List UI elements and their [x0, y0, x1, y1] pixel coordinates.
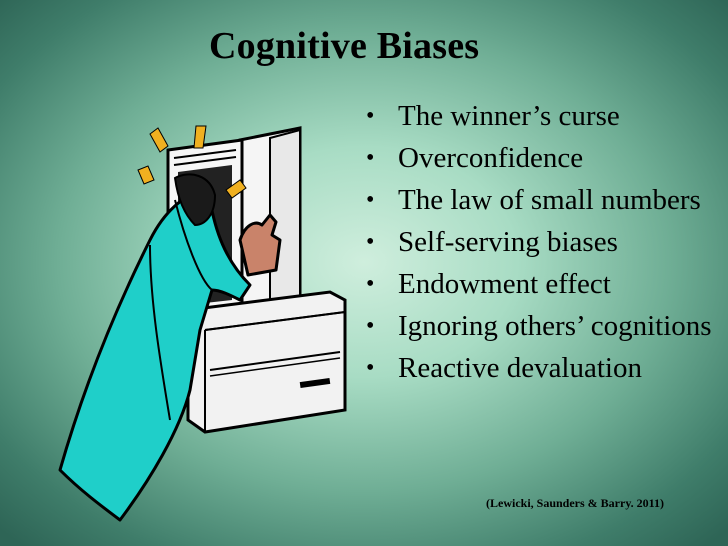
bullet-text: The law of small numbers	[398, 184, 701, 216]
bullet-text: Endowment effect	[398, 268, 611, 300]
bullet-glyph: •	[366, 103, 375, 129]
person-peering-into-computer-icon	[58, 125, 347, 522]
bullet-item: • The law of small numbers	[362, 184, 722, 216]
computer-base	[186, 290, 347, 434]
person-hand	[238, 213, 282, 277]
bullet-text: Reactive devaluation	[398, 352, 642, 384]
bullet-item: • Self-serving biases	[362, 226, 722, 258]
bullet-glyph: •	[366, 229, 375, 255]
bullet-glyph: •	[366, 271, 375, 297]
bullet-item: • The winner’s curse	[362, 100, 722, 132]
bullet-text: The winner’s curse	[398, 100, 620, 132]
bullet-item: • Ignoring others’ cognitions	[362, 310, 722, 342]
bullet-text: Overconfidence	[398, 142, 584, 174]
slide-title: Cognitive Biases	[209, 25, 480, 67]
bullet-item: • Endowment effect	[362, 268, 722, 300]
bullet-item: • Reactive devaluation	[362, 352, 722, 384]
bullet-glyph: •	[366, 313, 375, 339]
bullet-item: • Overconfidence	[362, 142, 722, 174]
citation: (Lewicki, Saunders & Barry. 2011)	[486, 496, 665, 510]
bullet-glyph: •	[366, 187, 375, 213]
bullet-list: • The winner’s curse • Overconfidence • The…	[362, 100, 722, 394]
bullet-glyph: •	[366, 355, 375, 381]
bullet-text: Ignoring others’ cognitions	[398, 310, 712, 342]
bullet-text: Self-serving biases	[398, 226, 618, 258]
person-coat	[58, 173, 252, 522]
surprise-marks	[137, 125, 247, 199]
bullet-glyph: •	[366, 145, 375, 171]
